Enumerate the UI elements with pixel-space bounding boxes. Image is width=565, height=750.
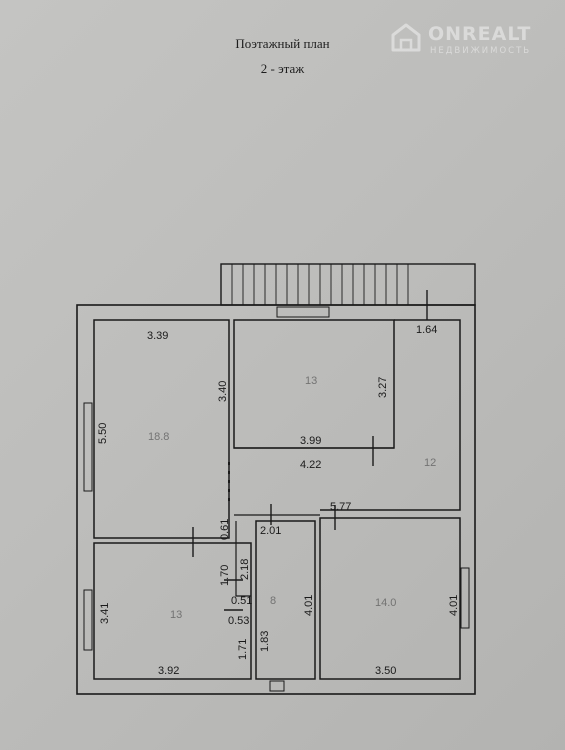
window-left-bottom: [83, 589, 93, 651]
dim-label: 4.22: [300, 459, 321, 471]
plan-subtitle: 2 - этаж: [260, 61, 305, 76]
dim-label: 4.01: [448, 595, 460, 616]
dim-label: 0.53: [228, 615, 249, 627]
room-top-left: [93, 319, 230, 539]
dim-label: 2.18: [239, 559, 251, 580]
dim-label: 3.92: [158, 665, 179, 677]
balcony-railing: [231, 264, 409, 305]
window-bottom: [269, 680, 285, 692]
room-bath: [255, 520, 316, 680]
dim-label: 1.71: [237, 639, 249, 660]
dim-label: 0.61: [219, 519, 231, 540]
window-right: [460, 567, 470, 629]
room-bottom-left: [93, 542, 252, 680]
dim-label: 4.01: [303, 595, 315, 616]
dim-label: 1.64: [416, 324, 437, 336]
outer-wall: [76, 304, 476, 695]
room-hall: [320, 319, 461, 511]
room-area-top-left: 18.8: [148, 431, 169, 443]
dim-label: 5.50: [97, 423, 109, 444]
dim-label: 3.41: [99, 603, 111, 624]
window-left-top: [83, 402, 93, 492]
dim-label: 3.27: [377, 377, 389, 398]
dim-label: 3.99: [300, 435, 321, 447]
watermark-tagline: НЕДВИЖИМОСТЬ: [430, 46, 532, 56]
dim-label: 1.70: [219, 565, 231, 586]
house-shield-icon: [391, 23, 421, 52]
plan-title: Поэтажный план: [235, 36, 330, 51]
balcony: [220, 263, 476, 306]
dim-label: 1.83: [259, 631, 271, 652]
window-top: [276, 306, 330, 318]
room-bottom-right: [319, 517, 461, 680]
dim-label: 0.51: [231, 595, 252, 607]
room-area-top-center: 13: [305, 375, 317, 387]
room-area-hall: 12: [424, 457, 436, 469]
dim-label: 3.39: [147, 330, 168, 342]
dim-label: 3.50: [375, 665, 396, 677]
watermark-logo: ONREALT НЕДВИЖИМОСТЬ: [390, 22, 555, 58]
room-area-bottom-left: 13: [170, 609, 182, 621]
dim-label: 2.01: [260, 525, 281, 537]
room-area-bath: 8: [270, 595, 276, 607]
watermark-brand: ONREALT: [428, 23, 532, 45]
dim-label: 5.77: [330, 501, 351, 513]
room-area-bottom-right: 14.0: [375, 597, 396, 609]
dim-label: 3.40: [217, 381, 229, 402]
